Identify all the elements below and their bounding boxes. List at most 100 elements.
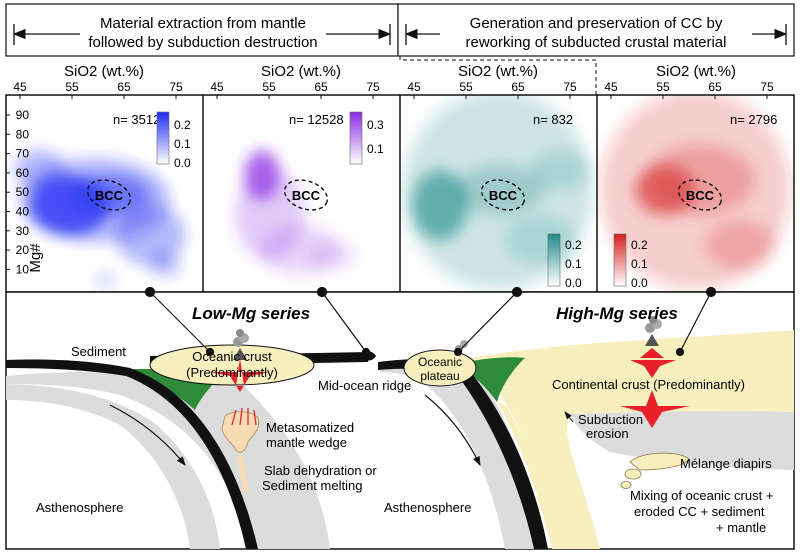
y-tick-label: 40 [16,205,30,219]
cross-section: Low-Mg series High-Mg series Sediment Oc… [5,286,795,550]
y-tick-label: 30 [16,224,30,238]
oceanic-crust-sub-label: (Predominantly) [186,365,278,380]
n-label-3: n= 832 [533,112,573,127]
x-tick-labels: 45 55 65 75 45 55 65 75 45 55 65 75 45 55 65 75 [13,80,774,99]
cb4-tick-1: 0.2 [631,238,648,252]
low-mg-series-label: Low-Mg series [192,304,310,323]
slab-label-2: Sediment melting [262,478,362,493]
density-panel-4 [600,95,790,290]
y-tick-label: 60 [16,166,30,180]
subduction-erosion-label-2: erosion [586,426,629,441]
y-tick-label: 10 [16,262,30,276]
x-tick-label: 45 [604,80,618,94]
header-left-line1: Material extraction from mantle [100,15,306,32]
x-tick-label: 45 [210,80,224,94]
n-label-4: n= 2796 [730,112,777,127]
colorbar-1 [156,111,170,165]
oceanic-plateau-body [403,349,477,387]
x-tick-label: 55 [262,80,276,94]
cb3-tick-1: 0.2 [565,238,582,252]
x-tick-label: 65 [314,80,328,94]
x-tick-label: 45 [13,80,27,94]
x-tick-label: 55 [656,80,670,94]
colorbar-4 [613,233,627,287]
motion-arrow-right [424,394,481,467]
oceanic-crust-label: Oceanic crust [192,349,272,364]
n-label-1: n= 3512 [113,112,160,127]
header-right-line1: Generation and preservation of CC by [470,15,723,32]
x-tick-label: 75 [760,80,774,94]
oceanic-plateau-label-1: Oceanic [418,355,462,369]
melange-diapir-1 [629,452,689,471]
oceanic-plateau-label-2: plateau [420,369,459,383]
right-gray-band [380,362,545,549]
cb3-tick-3: 0.0 [565,276,582,290]
x-tick-label: 75 [169,80,183,94]
cb1-tick-3: 0.0 [174,156,191,170]
x-tick-label: 75 [366,80,380,94]
x-title-4: SiO2 (wt.%) [656,63,736,80]
bcc-label: BCC [292,188,321,203]
x-axis-titles: SiO2 (wt.%) SiO2 (wt.%) SiO2 (wt.%) SiO2… [64,63,736,80]
colorbar-2 [349,111,363,165]
bcc-label: BCC [686,188,715,203]
oceanic-crust-body [149,344,315,386]
y-tick-label: 80 [16,127,30,141]
x-title-1: SiO2 (wt.%) [64,63,144,80]
magma-right-lower [620,390,690,428]
metasomatized-blob [221,411,260,453]
panel-annotations: n= 3512 n= 12528 n= 832 n= 2796 0.2 0.1 … [113,111,777,290]
x-tick-label: 65 [708,80,722,94]
header-right-line2: reworking of subducted crustal material [466,34,727,51]
n-label-2: n= 12528 [289,112,344,127]
x-tick-label: 75 [563,80,577,94]
header: Material extraction from mantle followed… [5,3,795,95]
header-left-line2: followed by subduction destruction [88,34,317,51]
x-tick-label: 65 [511,80,525,94]
subduction-erosion-label-1: Subduction [578,412,643,427]
cb2-tick-2: 0.1 [367,142,384,156]
metasomatized-label-1: Metasomatized [266,420,354,435]
x-title-3: SiO2 (wt.%) [458,63,538,80]
bcc-label: BCC [95,188,124,203]
bcc-fields: BCC BCC BCC BCC [86,179,723,211]
mixing-label-3: + mantle [716,520,766,535]
x-tick-label: 45 [407,80,421,94]
melange-label: Mélange diapirs [680,456,772,471]
fluid-arrows [231,407,257,426]
bcc-ellipse [677,179,723,211]
cb1-tick-2: 0.1 [174,137,191,151]
continental-crust-label: Continental crust (Predominantly) [552,377,745,392]
y-tick-label: 50 [16,185,30,199]
x-tick-label: 55 [65,80,79,94]
y-tick-label: 70 [16,147,30,161]
x-title-2: SiO2 (wt.%) [261,63,341,80]
density-panel-2 [235,150,355,275]
bcc-ellipse [480,179,526,211]
motion-arrow-left [109,404,186,466]
y-tick-label: 20 [16,243,30,257]
y-axis-title: Mg# [27,243,44,273]
volcano-right-icon [645,316,662,346]
asthenosphere-left-label: Asthenosphere [36,500,123,515]
mixing-label-1: Mixing of oceanic crust + [630,488,773,503]
density-panel-1 [15,150,185,288]
x-tick-label: 55 [459,80,473,94]
cb4-tick-3: 0.0 [631,276,648,290]
magma-right-upper [630,348,676,378]
right-slab [378,359,548,549]
volcano-left-icon [233,329,249,360]
metasomatized-label-2: mantle wedge [266,435,347,450]
density-panel-3 [403,95,593,290]
bcc-ellipse [283,179,329,211]
cb3-tick-2: 0.1 [565,257,582,271]
connector-lines [144,286,717,357]
bcc-label: BCC [489,188,518,203]
x-tick-label: 65 [117,80,131,94]
high-mg-series-label: High-Mg series [556,304,678,323]
colorbar-3 [547,233,561,287]
asthenosphere-right-label: Asthenosphere [384,500,471,515]
slab-label-1: Slab dehydration or [264,463,377,478]
